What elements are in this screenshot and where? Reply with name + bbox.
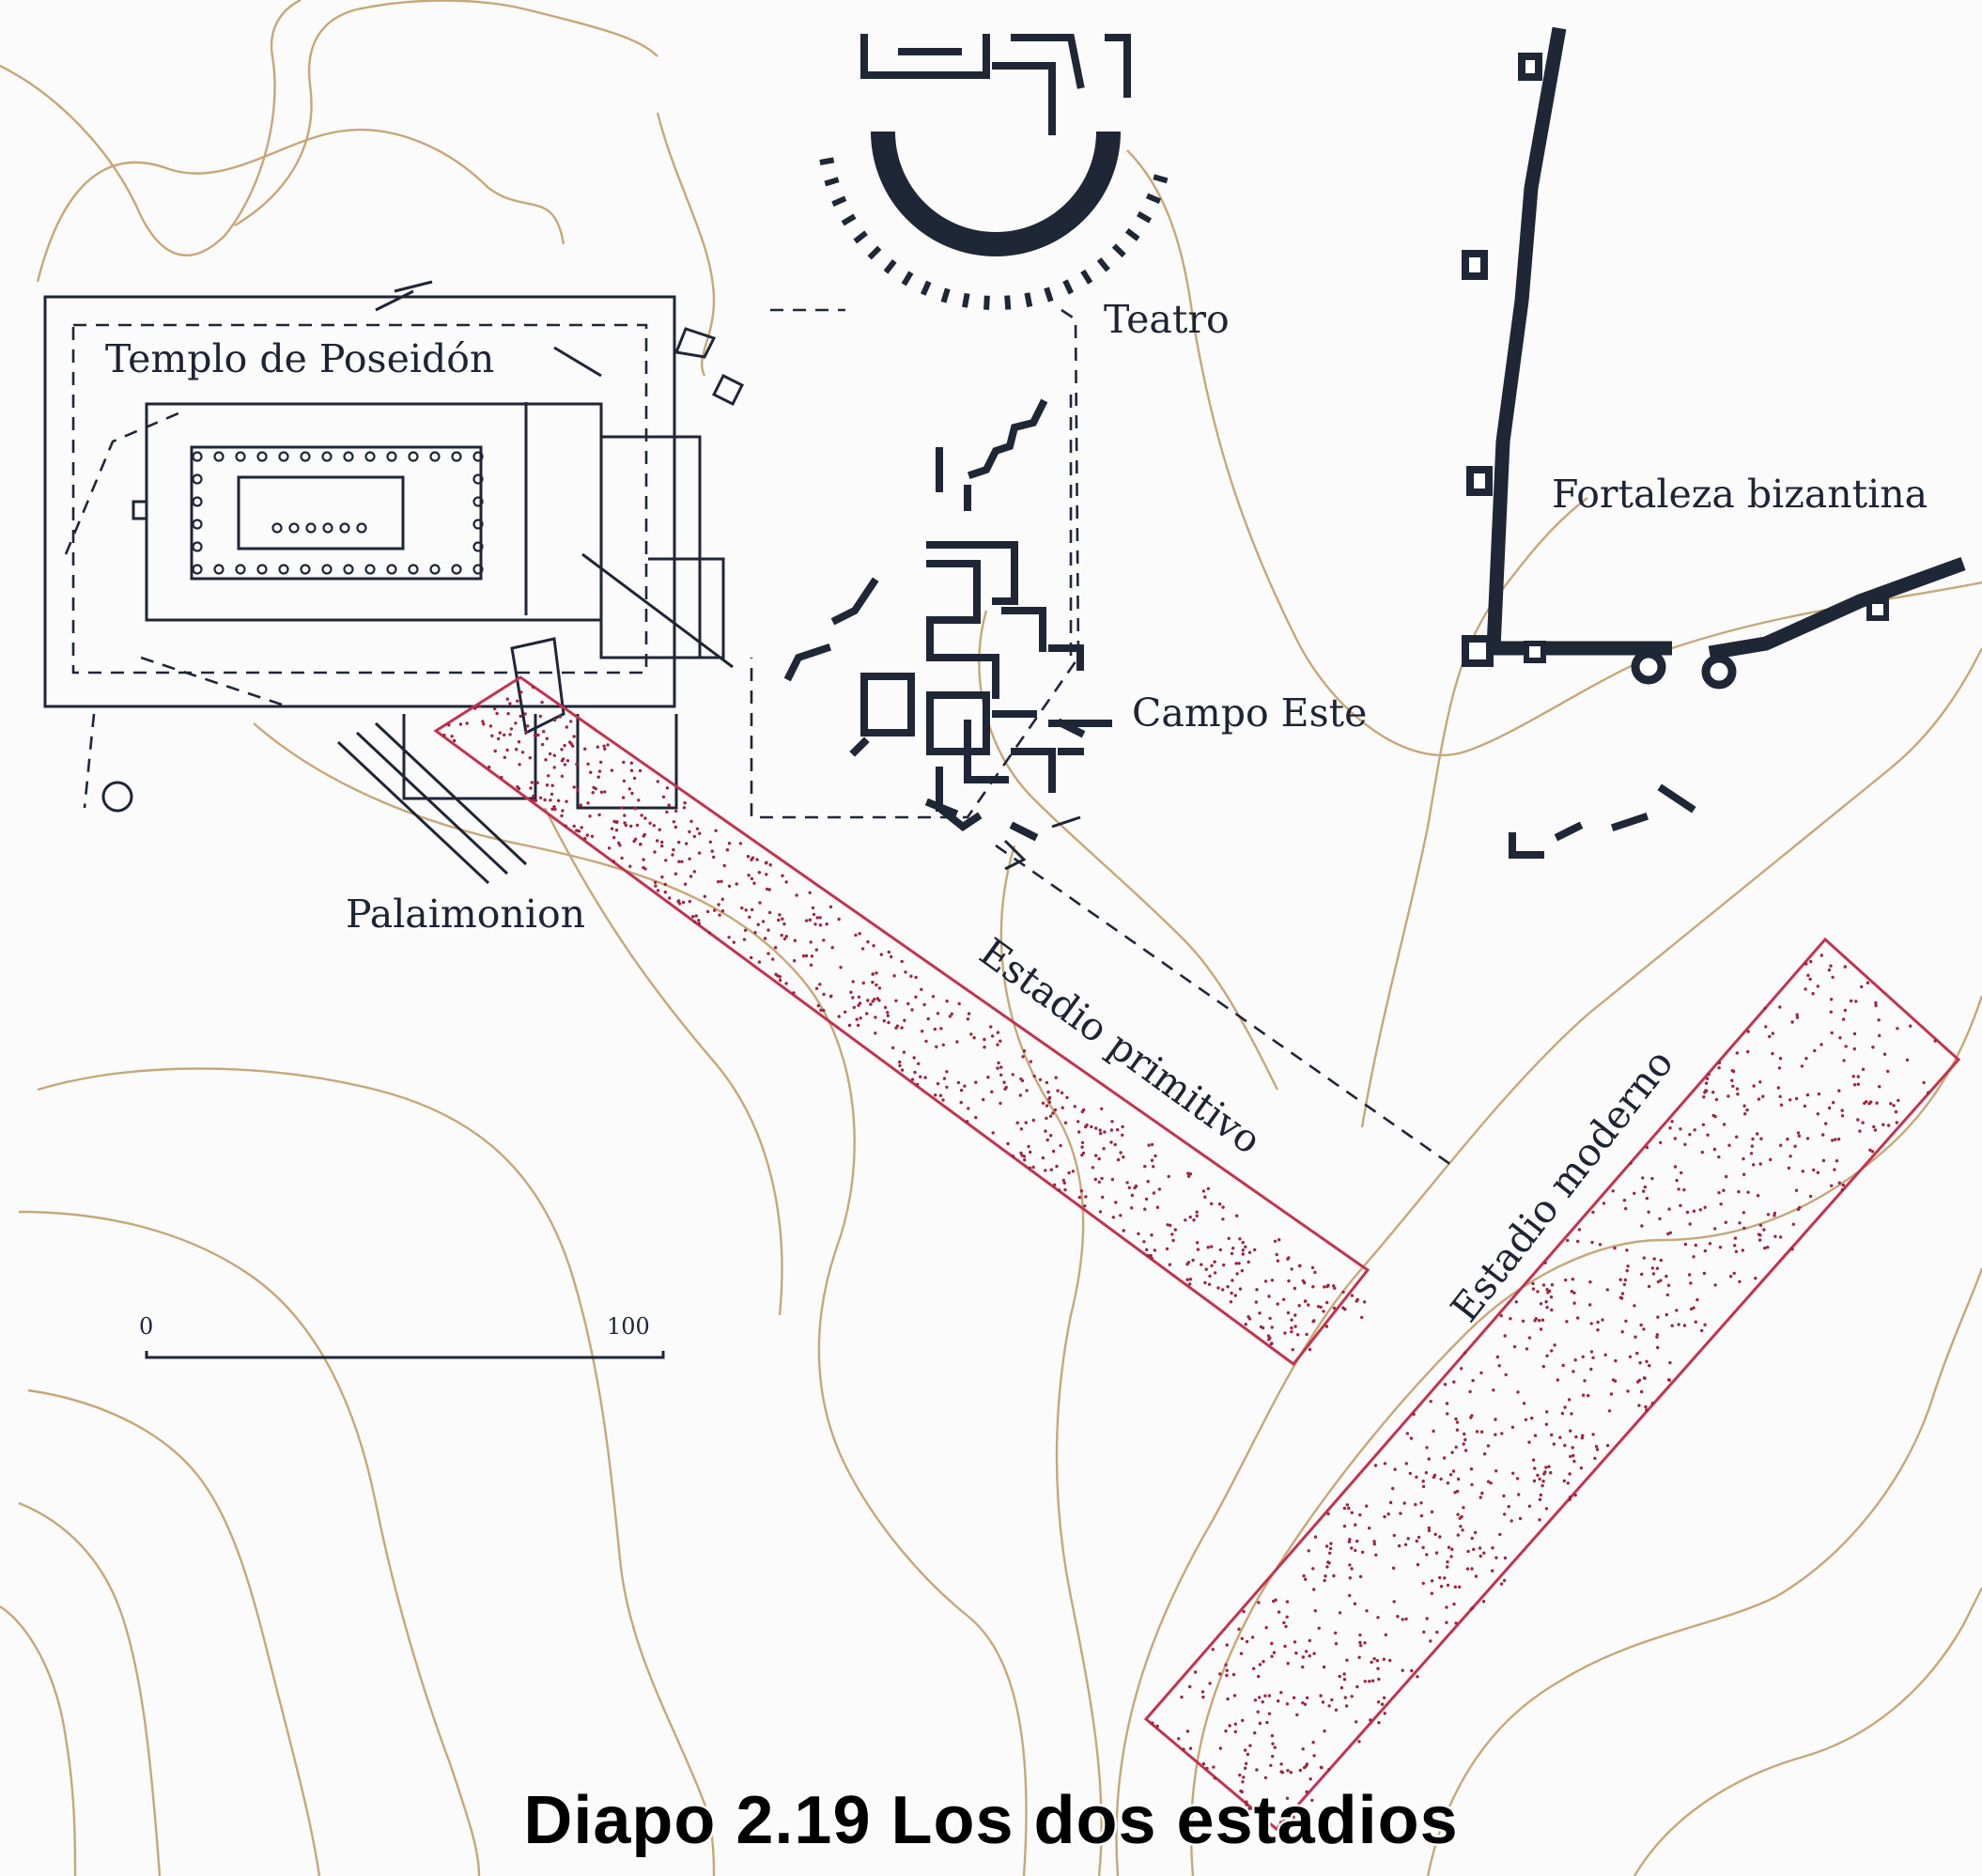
label-fortress: Fortaleza bizantina xyxy=(1552,472,1928,517)
modern-stadium xyxy=(1143,937,1961,1833)
early-stadium-outline xyxy=(433,675,1370,1367)
label-palaimonion: Palaimonion xyxy=(346,891,585,937)
temple-colonnade xyxy=(192,451,484,575)
theatre-seating-ticks xyxy=(819,157,1169,310)
survey-dashed-line xyxy=(995,844,1452,1167)
scale-end-label: 100 xyxy=(607,1313,650,1340)
label-east-field: Campo Este xyxy=(1132,690,1367,736)
early-stadium-fill-dots xyxy=(442,685,1367,1352)
theatre-plan xyxy=(750,34,1169,819)
early-stadium xyxy=(433,675,1370,1367)
scale-start-label: 0 xyxy=(139,1313,153,1340)
label-theatre: Teatro xyxy=(1104,297,1230,342)
label-early-stadium: Estadio primitivo xyxy=(971,929,1269,1163)
temple-of-poseidon-plan xyxy=(43,280,745,885)
slide-caption: Diapo 2.19 Los dos estadios xyxy=(523,1783,1458,1858)
modern-stadium-fill-dots xyxy=(1151,954,1937,1833)
label-temple: Templo de Poseidón xyxy=(105,336,494,381)
label-modern-stadium: Estadio moderno xyxy=(1442,1041,1682,1330)
modern-stadium-outline xyxy=(1143,937,1961,1832)
byzantine-fortress-walls xyxy=(1462,26,1966,859)
scale-bar: 0 100 xyxy=(139,1313,665,1359)
east-field-ruins xyxy=(783,398,1112,871)
